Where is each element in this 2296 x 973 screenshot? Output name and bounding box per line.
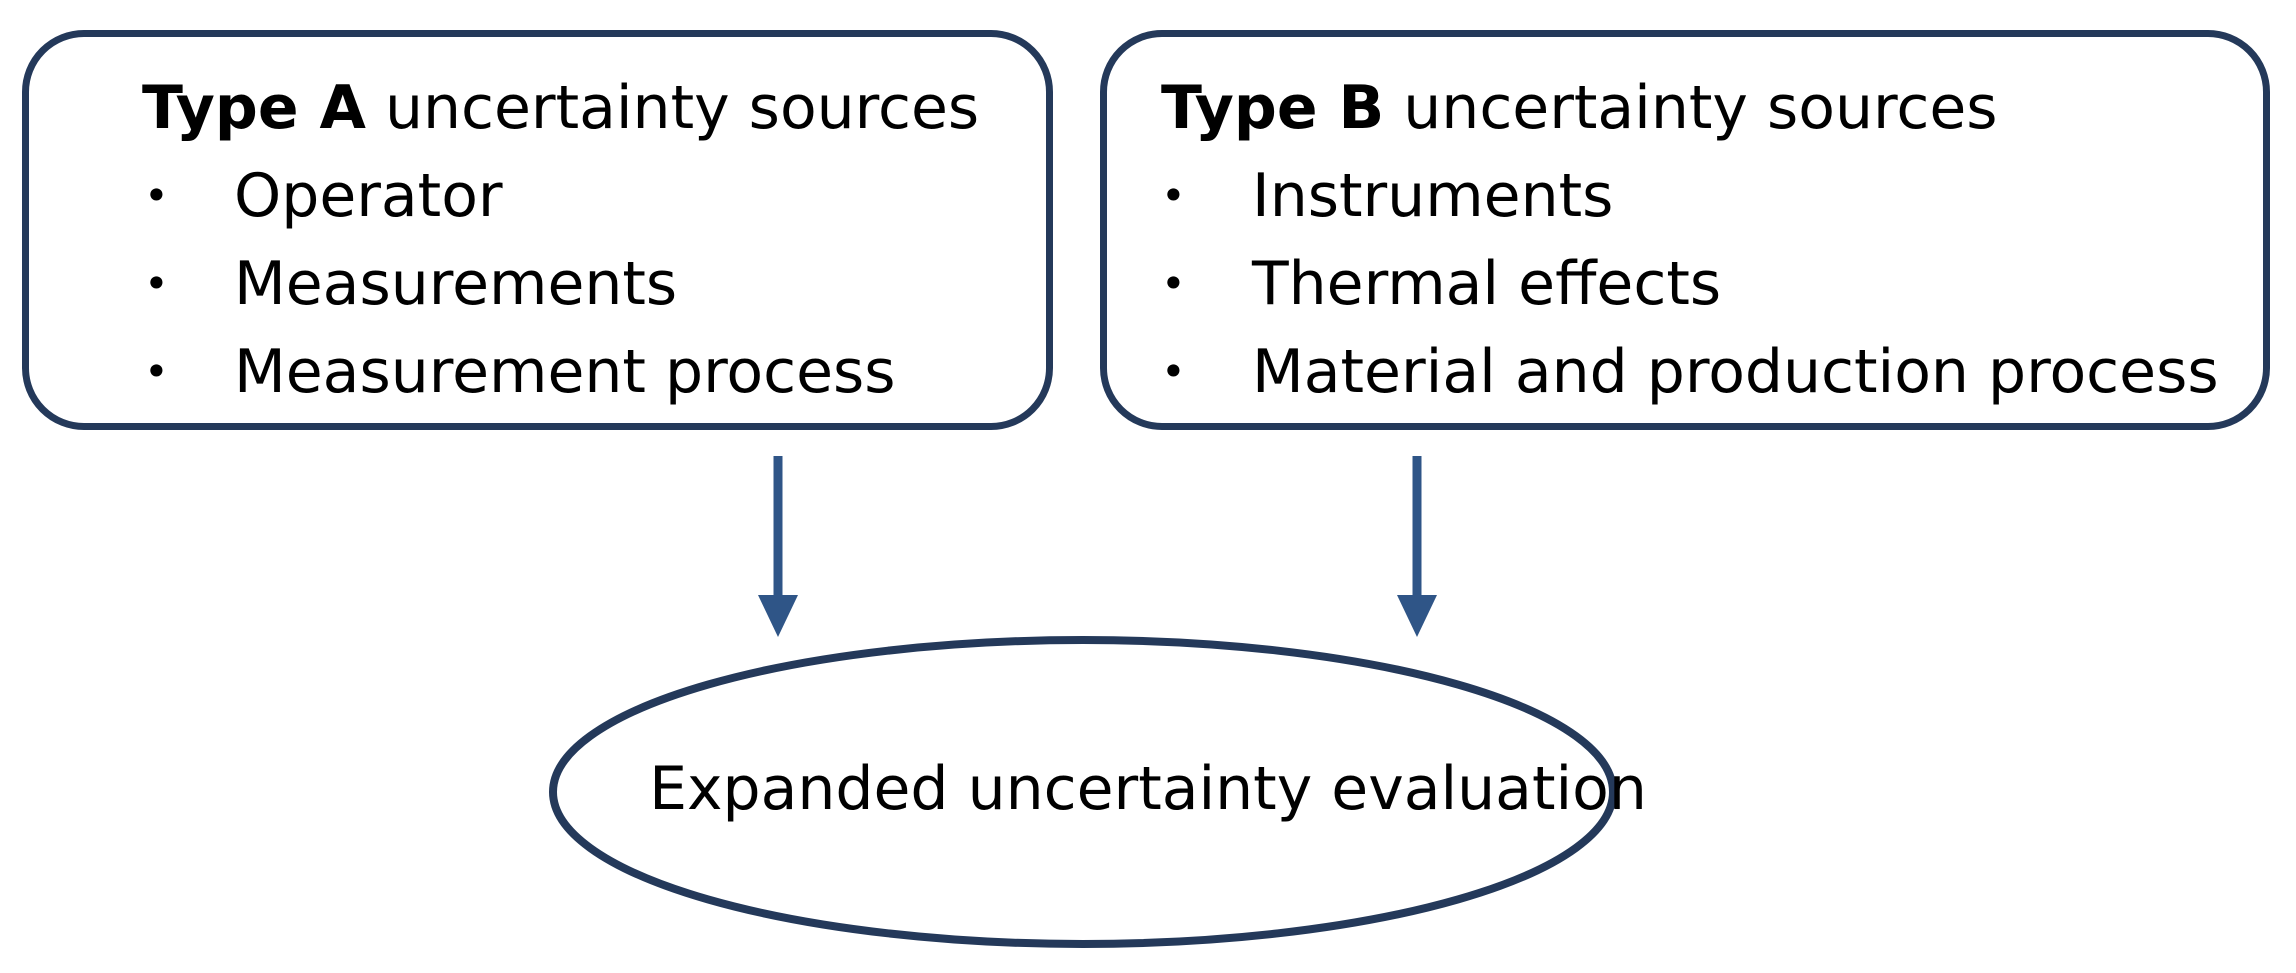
list-item-text: Measurements xyxy=(234,249,678,319)
list-item-text: Measurement process xyxy=(234,337,896,407)
arrow-a-to-result xyxy=(758,456,798,637)
bullet-icon: • xyxy=(144,347,169,396)
type-b-title-bold: Type B xyxy=(1161,73,1385,143)
list-item-text: Material and production process xyxy=(1252,337,2219,407)
type-a-title-rest: uncertainty sources xyxy=(365,73,980,143)
bullet-icon: • xyxy=(1161,259,1186,308)
list-item-text: Thermal effects xyxy=(1252,249,1722,319)
type-a-title-bold: Type A xyxy=(142,73,366,143)
type-b-title-rest: uncertainty sources xyxy=(1384,73,1998,143)
bullet-icon: • xyxy=(1161,347,1186,396)
type-a-title: Type A uncertainty sources xyxy=(142,64,979,152)
type-b-sources-box: Type B uncertainty sources • Instruments… xyxy=(1100,30,2270,430)
type-b-title: Type B uncertainty sources xyxy=(1161,64,1998,152)
list-item-text: Instruments xyxy=(1252,161,1614,231)
result-label: Expanded uncertainty evaluation xyxy=(649,754,1647,824)
list-item-text: Operator xyxy=(234,161,503,231)
type-a-sources-box: Type A uncertainty sources • Operator • … xyxy=(22,30,1053,430)
bullet-icon: • xyxy=(1161,171,1186,220)
arrow-b-to-result xyxy=(1397,456,1437,637)
bullet-icon: • xyxy=(144,171,169,220)
bullet-icon: • xyxy=(144,259,169,308)
